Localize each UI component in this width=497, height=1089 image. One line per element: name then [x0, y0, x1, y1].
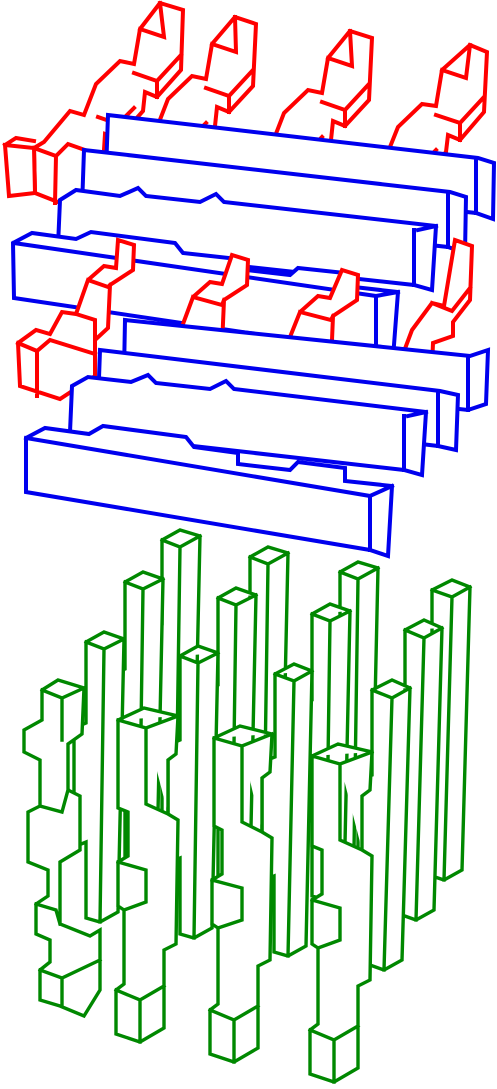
- green-column-piece: [113, 706, 181, 1044]
- red-comb-piece: [15, 237, 137, 402]
- green-column-piece: [307, 742, 375, 1084]
- green-column-piece: [260, 662, 315, 958]
- green-column-block: [22, 528, 473, 1084]
- green-column-piece: [22, 678, 103, 1019]
- red-comb-piece: [2, 135, 38, 199]
- blue-bar-piece: [23, 423, 395, 559]
- green-column-piece: [207, 724, 275, 1064]
- blue-bar-piece: [55, 185, 439, 293]
- blue-bar-piece: [67, 372, 429, 478]
- blue-bars-middle: [23, 317, 491, 559]
- green-column-piece: [72, 630, 127, 924]
